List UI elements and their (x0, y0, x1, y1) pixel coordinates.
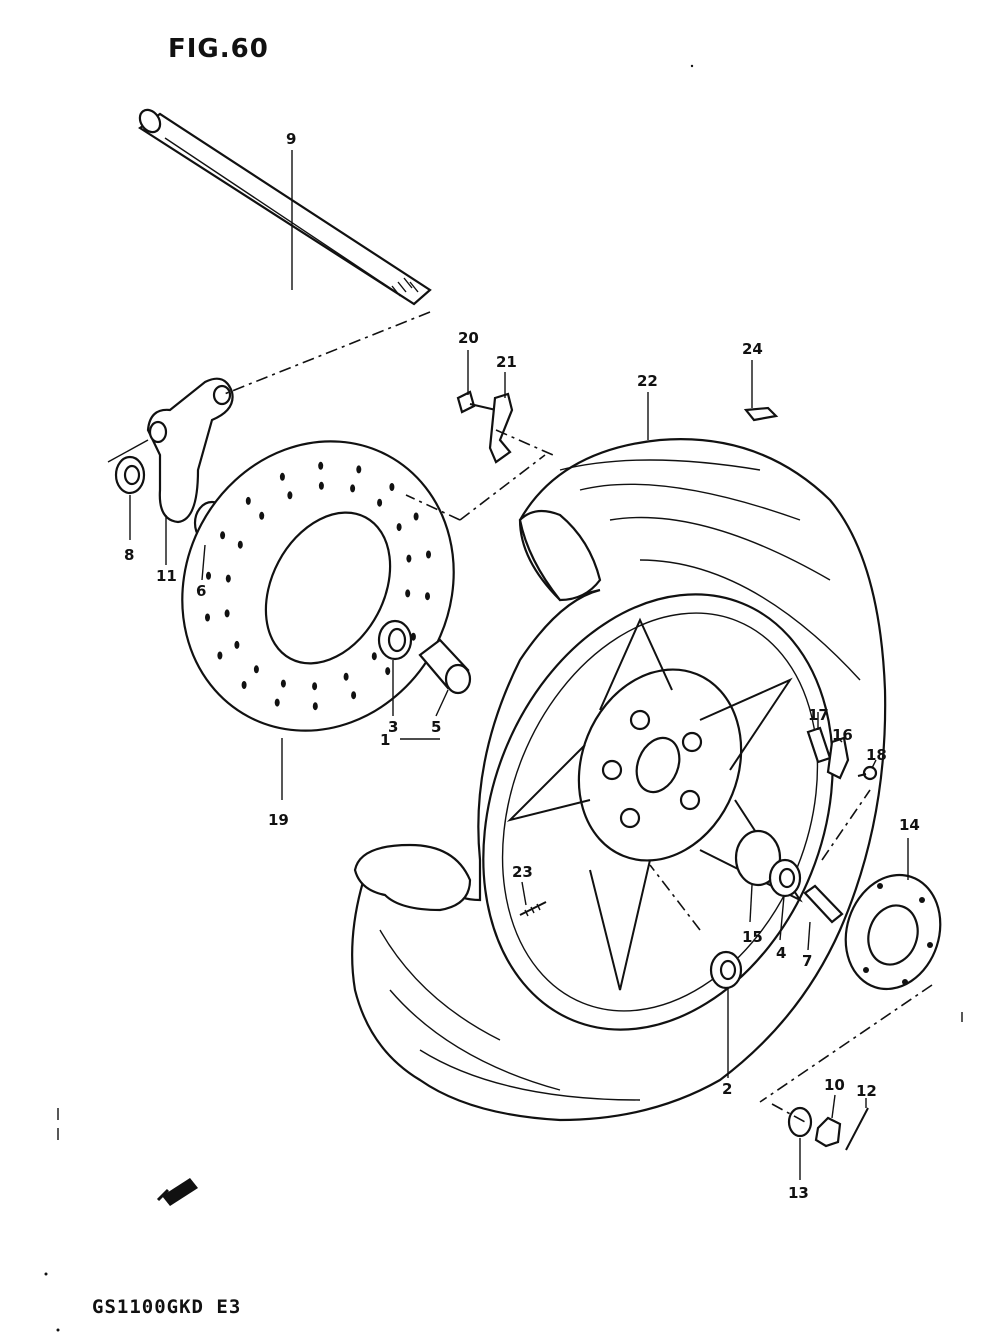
callout-labels: 1 2 3 4 5 6 7 8 9 10 11 12 13 14 15 16 1… (124, 130, 920, 1202)
disc-hole (351, 691, 357, 700)
callout-6: 6 (196, 582, 206, 600)
front-direction-arrow (156, 1178, 198, 1206)
callout-20: 20 (458, 329, 479, 347)
wheel-rim (482, 593, 834, 1031)
disc-hole (287, 491, 293, 500)
disc-hole (318, 481, 324, 490)
disc-hole (217, 651, 223, 660)
disc-hole (259, 511, 265, 520)
disc-hole (413, 512, 419, 521)
disc-hole (279, 472, 285, 481)
axle-nut-8 (107, 439, 149, 495)
callout-9: 9 (286, 130, 296, 148)
callout-10: 10 (824, 1076, 845, 1094)
model-code: GS1100GKD E3 (92, 1296, 242, 1318)
disc-hole (206, 571, 211, 580)
callout-22: 22 (637, 372, 658, 390)
disc-hole (405, 589, 411, 598)
disc-hole (312, 682, 318, 691)
disc-hole (312, 702, 318, 711)
nut-10 (814, 1116, 842, 1148)
callout-15: 15 (742, 928, 763, 946)
disc-hole (426, 550, 431, 559)
brake-disc (181, 440, 455, 732)
bolt-20 (456, 390, 497, 414)
callout-1: 1 (380, 731, 390, 749)
callout-23: 23 (512, 863, 533, 881)
disc-hole (410, 632, 416, 641)
disc-hole (274, 698, 280, 707)
valve-cap-24 (743, 406, 779, 422)
callout-17: 17 (808, 706, 829, 724)
o-ring-15 (734, 829, 782, 887)
screw-18 (857, 765, 878, 781)
callout-11: 11 (156, 567, 177, 585)
callout-16: 16 (832, 726, 853, 744)
disc-hole (371, 652, 377, 661)
disc-hole (350, 484, 356, 493)
bearing-4 (768, 858, 802, 898)
disc-hole (280, 679, 286, 688)
lock-plate-21 (488, 392, 514, 464)
disc-hole (389, 483, 395, 491)
spacer-7 (803, 884, 844, 924)
disc-hole (237, 540, 243, 549)
front-axle (138, 108, 432, 306)
callout-19: 19 (268, 811, 289, 829)
assembly-lines (221, 311, 933, 1123)
disc-hole (220, 531, 226, 540)
callout-12: 12 (856, 1082, 877, 1100)
axle-holder-bracket (146, 377, 234, 524)
disc-hole (245, 496, 251, 505)
lock-washer-16 (826, 736, 850, 780)
callout-21: 21 (496, 353, 517, 371)
valve-23 (519, 901, 547, 917)
figure-title: FIG.60 (168, 34, 269, 64)
disc-hole (385, 667, 391, 676)
disc-hole (253, 665, 259, 674)
callout-5: 5 (431, 718, 441, 736)
disc-hole (406, 554, 412, 563)
disc-hole (224, 609, 230, 618)
oil-seal-3 (377, 619, 413, 661)
speedometer-gearbox-14 (844, 873, 942, 991)
disc-hole (343, 672, 349, 681)
callout-7: 7 (802, 952, 812, 970)
callout-14: 14 (899, 816, 920, 834)
disc-hole (377, 498, 383, 507)
disc-hole (241, 681, 247, 689)
disc-hole (318, 461, 324, 470)
callout-3: 3 (388, 718, 398, 736)
disc-hole (225, 574, 231, 583)
callout-18: 18 (866, 746, 887, 764)
disc-hole (425, 592, 430, 601)
bearing-2 (709, 950, 743, 990)
washer-13 (787, 1106, 813, 1138)
callout-24: 24 (742, 340, 763, 358)
callout-4: 4 (776, 944, 786, 962)
disc-hole (396, 523, 402, 532)
callout-2: 2 (722, 1080, 732, 1098)
callout-13: 13 (788, 1184, 809, 1202)
disc-hole (205, 613, 210, 622)
callout-8: 8 (124, 546, 134, 564)
callout-leaders (129, 150, 909, 1180)
disc-hole (234, 640, 240, 649)
bolt-12 (845, 1107, 869, 1151)
spacer-5 (418, 638, 472, 695)
disc-hole (356, 465, 362, 474)
margin-marks (44, 64, 963, 1332)
